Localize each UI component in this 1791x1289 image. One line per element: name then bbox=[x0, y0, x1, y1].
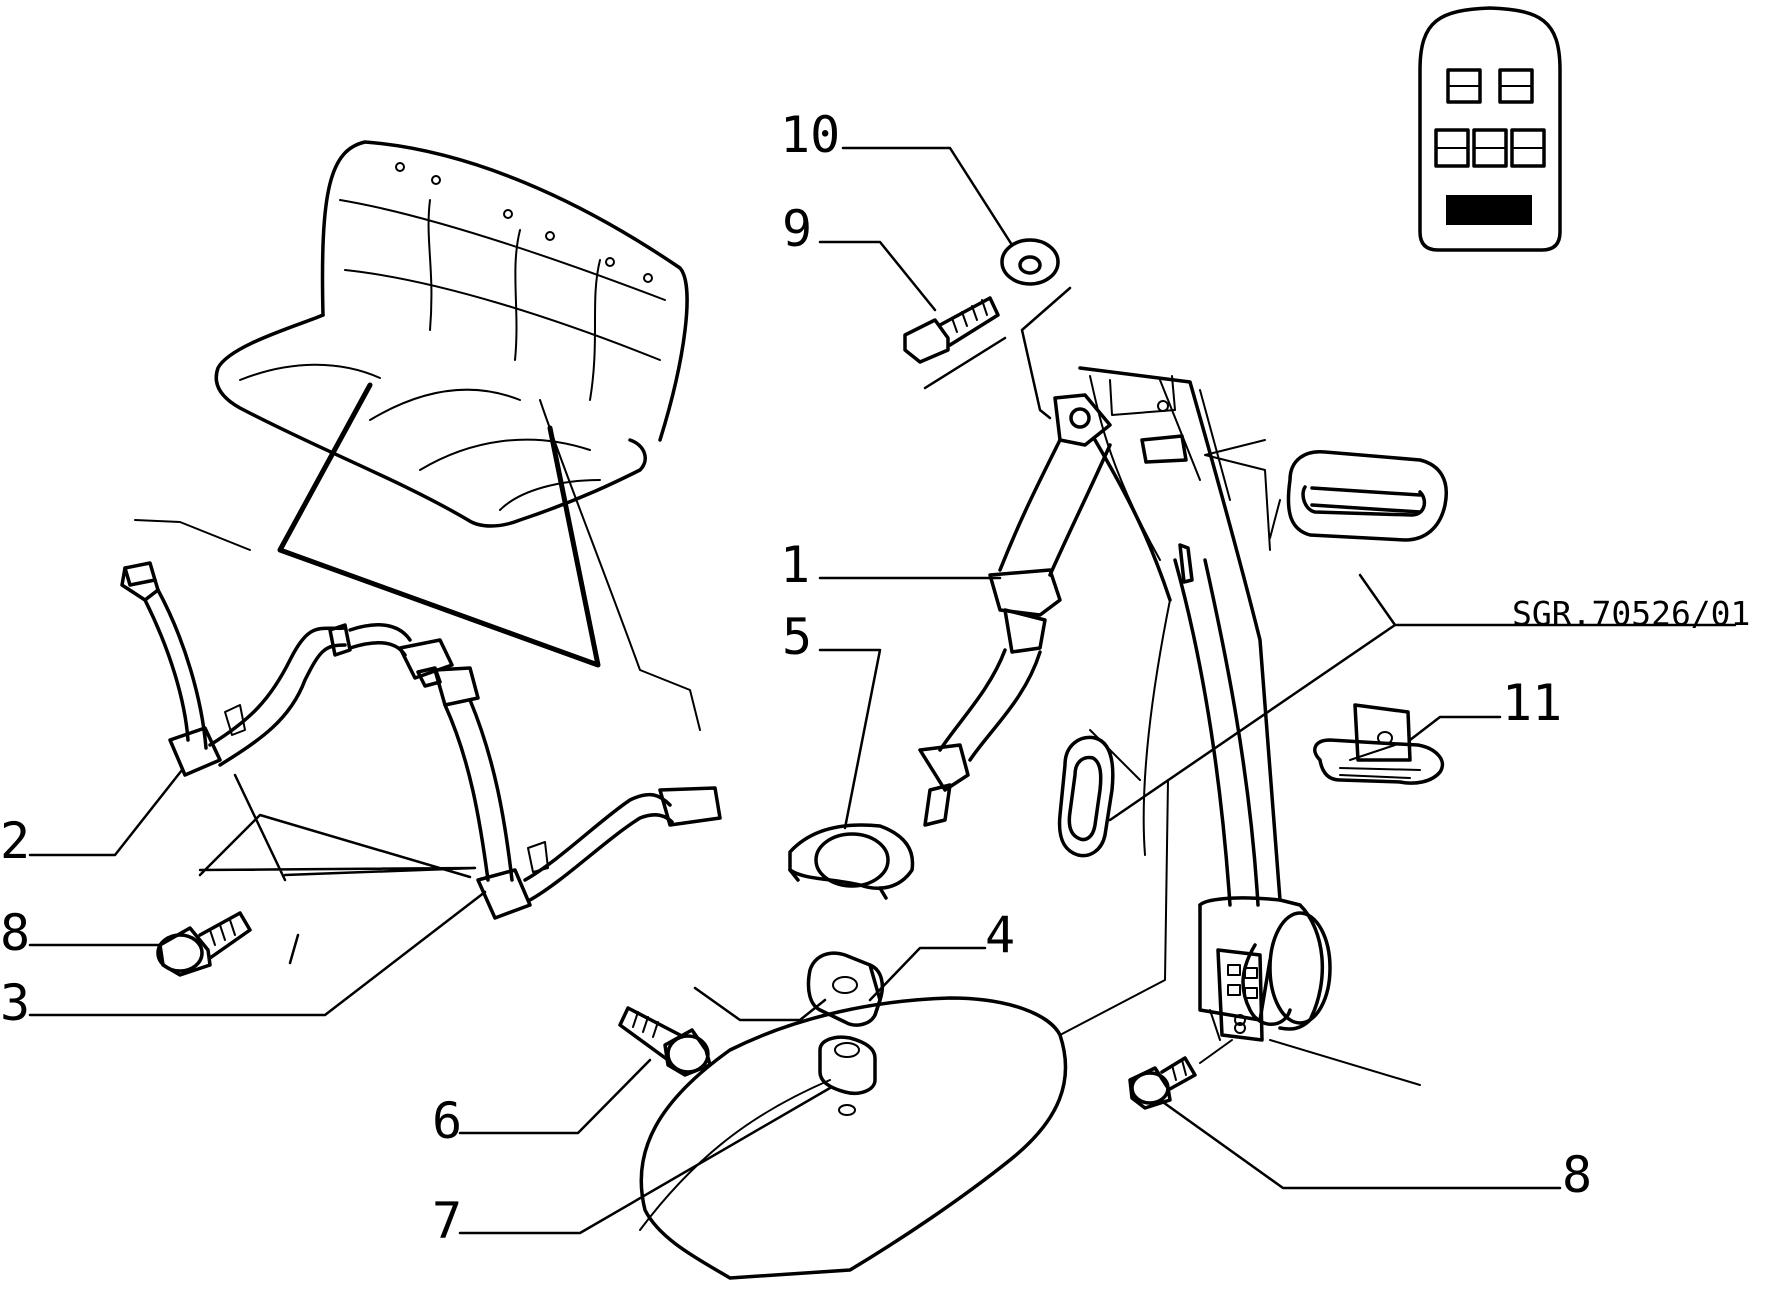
leader-ref-code bbox=[1108, 573, 1737, 822]
callout-1: 1 bbox=[780, 536, 810, 594]
pillar-guide-lines bbox=[1089, 439, 1281, 781]
leader-5 bbox=[818, 648, 882, 830]
callout-6: 6 bbox=[432, 1092, 462, 1150]
leader-7 bbox=[458, 1086, 832, 1235]
leader-8-right bbox=[1158, 1098, 1562, 1190]
lower-guide-ring bbox=[1057, 735, 1115, 858]
b-pillar-with-retractor bbox=[1059, 366, 1421, 1086]
leader-10 bbox=[841, 146, 1014, 247]
anchor-bracket-part-11 bbox=[1313, 703, 1445, 785]
callout-4: 4 bbox=[985, 906, 1015, 964]
callout-9: 9 bbox=[782, 200, 812, 258]
callout-8-left: 8 bbox=[0, 904, 30, 962]
leader-4 bbox=[693, 946, 987, 1022]
callout-3: 3 bbox=[0, 974, 30, 1032]
callout-5: 5 bbox=[782, 608, 812, 666]
callout-10: 10 bbox=[780, 106, 840, 164]
bolt-part-8-right bbox=[1128, 1022, 1246, 1110]
rear-lap-belt-part-2 bbox=[120, 561, 454, 777]
bolt-part-6 bbox=[618, 1006, 712, 1077]
callout-7: 7 bbox=[432, 1192, 462, 1250]
leader-11 bbox=[1408, 715, 1502, 742]
vehicle-position-icon bbox=[1418, 6, 1562, 252]
callout-2: 2 bbox=[0, 812, 30, 870]
callout-11: 11 bbox=[1502, 674, 1562, 732]
leader-9 bbox=[818, 240, 937, 312]
rear-bench-seat bbox=[134, 140, 701, 731]
trim-cap-part-5 bbox=[788, 823, 915, 900]
rear-lap-belt-part-3 bbox=[433, 666, 722, 920]
drawing-reference-code: SGR.70526/01 bbox=[1512, 594, 1750, 633]
nut-part-7 bbox=[818, 1035, 877, 1116]
front-belt-assembly-part-1 bbox=[918, 393, 1172, 827]
wheel-arch-floor bbox=[639, 996, 1068, 1280]
leader-6 bbox=[458, 1058, 652, 1135]
leader-2 bbox=[28, 768, 184, 857]
leader-mount-axis bbox=[923, 286, 1072, 420]
leader-3 bbox=[28, 890, 487, 1017]
washer-part-10 bbox=[1000, 238, 1060, 286]
leader-8-left-group bbox=[198, 773, 477, 965]
belt-guide-trim bbox=[1286, 450, 1448, 542]
callout-8-right: 8 bbox=[1562, 1146, 1592, 1204]
anchor-plate-part-4 bbox=[806, 951, 884, 1027]
bolt-part-9 bbox=[903, 296, 1000, 364]
bolt-part-8-left bbox=[156, 911, 252, 977]
